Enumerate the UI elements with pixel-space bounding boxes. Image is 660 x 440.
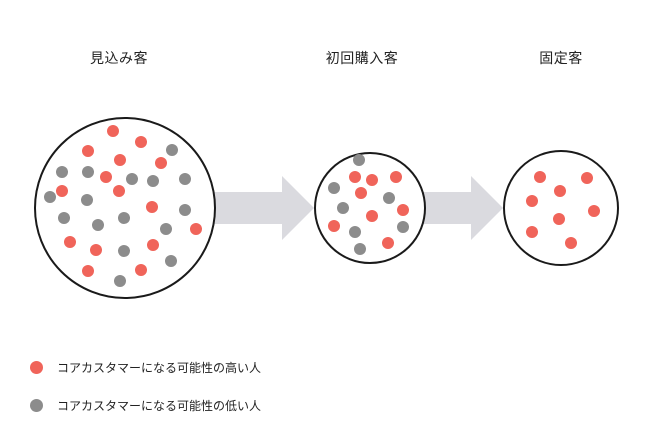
prospect-circle [34, 117, 216, 299]
high-potential-dot [114, 154, 126, 166]
legend-label-low: コアカスタマーになる可能性の低い人 [57, 399, 262, 413]
high-potential-dot [64, 236, 76, 248]
low-potential-dot [58, 212, 70, 224]
high-potential-dot [155, 157, 167, 169]
high-potential-dot [366, 210, 378, 222]
low-potential-dot [383, 192, 395, 204]
high-potential-dot [107, 125, 119, 137]
low-potential-dot [166, 144, 178, 156]
high-potential-dot [355, 187, 367, 199]
low-potential-dot [353, 154, 365, 166]
first-purchase-title: 初回購入客 [325, 51, 399, 67]
gray-dot-icon [30, 399, 43, 412]
high-potential-dot [382, 237, 394, 249]
low-potential-dot [147, 175, 159, 187]
low-potential-dot [328, 182, 340, 194]
legend-item-high: コアカスタマーになる可能性の高い人 [30, 359, 261, 376]
high-potential-dot [135, 264, 147, 276]
low-potential-dot [397, 221, 409, 233]
legend-label-high: コアカスタマーになる可能性の高い人 [57, 361, 262, 375]
legend-item-low: コアカスタマーになる可能性の低い人 [30, 397, 261, 414]
low-potential-dot [92, 219, 104, 231]
low-potential-dot [44, 191, 56, 203]
low-potential-dot [82, 166, 94, 178]
low-potential-dot [354, 243, 366, 255]
low-potential-dot [114, 275, 126, 287]
high-potential-dot [366, 174, 378, 186]
prospect-title: 見込み客 [90, 51, 148, 67]
high-potential-dot [135, 136, 147, 148]
high-potential-dot [565, 237, 577, 249]
high-potential-dot [553, 213, 565, 225]
high-potential-dot [534, 171, 546, 183]
high-potential-dot [190, 223, 202, 235]
high-potential-dot [526, 226, 538, 238]
high-potential-dot [113, 185, 125, 197]
high-potential-dot [82, 265, 94, 277]
low-potential-dot [179, 173, 191, 185]
low-potential-dot [349, 226, 361, 238]
high-potential-dot [526, 195, 538, 207]
fixed-customer-title: 固定客 [539, 51, 583, 67]
high-potential-dot [82, 145, 94, 157]
high-potential-dot [147, 239, 159, 251]
low-potential-dot [56, 166, 68, 178]
high-potential-dot [56, 185, 68, 197]
high-potential-dot [100, 171, 112, 183]
arrow-first-to-fixed [421, 176, 503, 240]
high-potential-dot [581, 172, 593, 184]
low-potential-dot [337, 202, 349, 214]
customer-dots [44, 125, 600, 287]
low-potential-dot [118, 212, 130, 224]
high-potential-dot [328, 220, 340, 232]
low-potential-dot [160, 223, 172, 235]
high-potential-dot [588, 205, 600, 217]
high-potential-dot [390, 171, 402, 183]
low-potential-dot [179, 204, 191, 216]
low-potential-dot [165, 255, 177, 267]
red-dot-icon [30, 361, 43, 374]
arrow-prospect-to-first [213, 176, 314, 240]
high-potential-dot [349, 171, 361, 183]
low-potential-dot [118, 245, 130, 257]
high-potential-dot [146, 201, 158, 213]
high-potential-dot [90, 244, 102, 256]
low-potential-dot [81, 194, 93, 206]
high-potential-dot [397, 204, 409, 216]
fixed-customer-circle [503, 150, 619, 266]
low-potential-dot [126, 173, 138, 185]
high-potential-dot [554, 185, 566, 197]
